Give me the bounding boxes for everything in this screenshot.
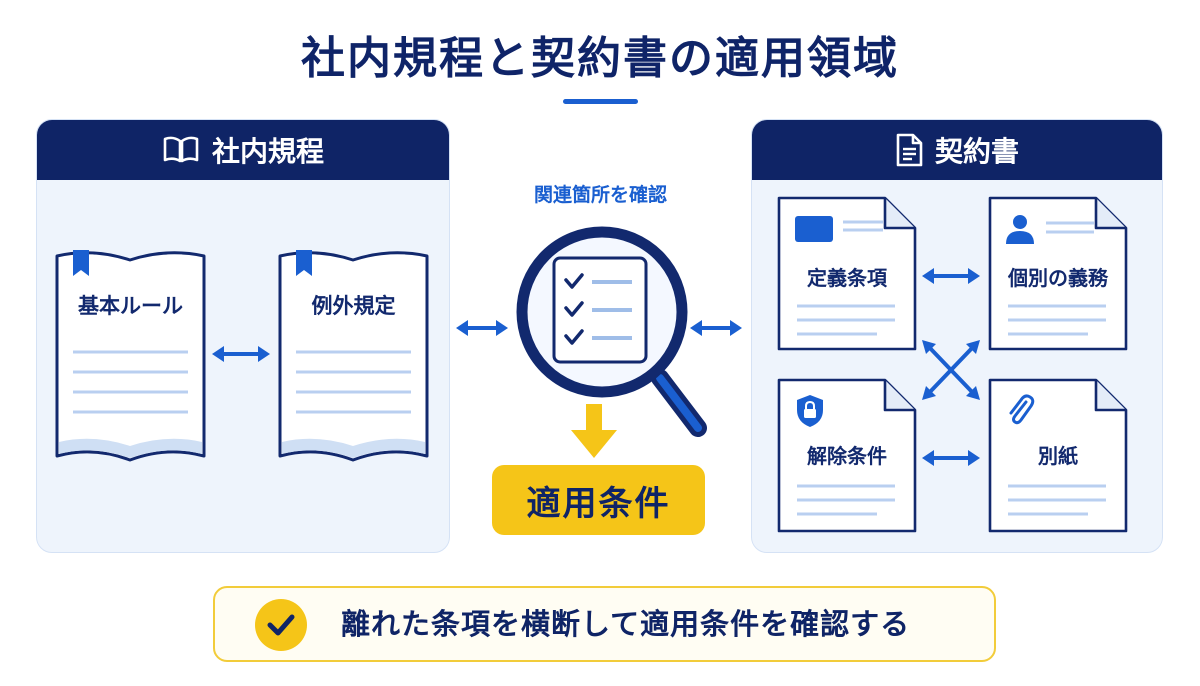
cross-arrows-icon — [922, 340, 980, 400]
doc-label: 個別の義務 — [1008, 266, 1108, 290]
doc-definitions: 定義条項 — [777, 196, 917, 351]
person-icon — [1006, 215, 1094, 244]
card-icon — [795, 216, 883, 242]
doc-label: 別紙 — [1038, 444, 1078, 468]
down-arrow-icon — [571, 404, 617, 458]
check-circle-icon — [255, 599, 307, 651]
summary-text: 離れた条項を横断して適用条件を確認する — [341, 607, 911, 641]
book-basic-rules: 基本ルール — [53, 246, 208, 466]
doc-label: 定義条項 — [807, 266, 887, 290]
doc-appendix: 別紙 — [988, 378, 1128, 533]
summary-banner: 離れた条項を横断して適用条件を確認する — [213, 586, 996, 662]
page-title: 社内規程と契約書の適用領域 — [301, 33, 899, 84]
contract-title: 契約書 — [934, 135, 1019, 168]
book-exceptions: 例外規定 — [276, 246, 431, 466]
title-underline — [563, 99, 638, 104]
internal-rules-title: 社内規程 — [211, 135, 324, 168]
paperclip-icon — [1009, 394, 1035, 425]
applicable-conditions-result: 適用条件 — [492, 465, 705, 535]
book-label: 基本ルール — [78, 294, 183, 318]
document-icon — [895, 133, 923, 167]
shield-lock-icon — [797, 395, 823, 427]
doc-individual-duties: 個別の義務 — [988, 196, 1128, 351]
check-relevant-caption: 関連箇所を確認 — [533, 184, 667, 206]
internal-rules-header: 社内規程 — [37, 120, 449, 180]
doc-label: 解除条件 — [807, 444, 887, 468]
book-shape — [278, 250, 429, 462]
contract-header: 契約書 — [752, 120, 1162, 180]
double-arrow-icon — [922, 268, 980, 284]
double-arrow-icon — [212, 346, 270, 362]
double-arrow-icon — [690, 320, 742, 336]
double-arrow-icon — [456, 320, 508, 336]
magnifier-checklist-icon — [516, 226, 707, 437]
open-book-icon — [162, 135, 200, 165]
book-label: 例外規定 — [311, 294, 396, 318]
double-arrow-icon — [922, 450, 980, 466]
book-shape — [55, 250, 206, 462]
doc-termination-conditions: 解除条件 — [777, 378, 917, 533]
